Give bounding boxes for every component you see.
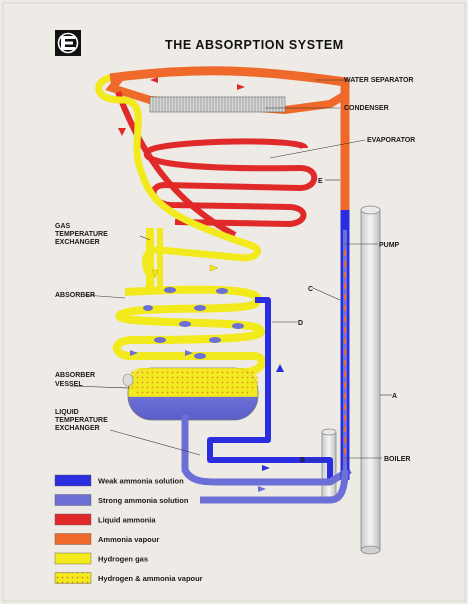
legend-item: Hydrogen & ammonia vapour [54, 572, 203, 584]
leader-lines [69, 79, 392, 461]
label-e: E [318, 178, 323, 185]
label-absorber: ABSORBER [55, 292, 95, 299]
label-condenser: CONDENSER [344, 105, 389, 112]
label-gas-exchanger-3: EXCHANGER [55, 239, 100, 246]
weak-solution-pipe [207, 297, 333, 480]
absorber-coil [112, 285, 266, 376]
flow-arrows [118, 77, 349, 492]
legend-swatch [54, 552, 92, 565]
label-pump: PUMP [379, 242, 400, 249]
legend-item: Strong ammonia solution [54, 494, 189, 506]
legend-item: Hydrogen gas [54, 552, 148, 565]
legend-swatch [54, 513, 92, 526]
legend-item: Liquid ammonia [54, 513, 156, 526]
label-water-separator: WATER SEPARATOR [344, 77, 413, 84]
vapour-pipe [109, 66, 350, 215]
legend-label: Hydrogen & ammonia vapour [98, 574, 203, 583]
label-liquid-exchanger-1: LIQUID [55, 409, 79, 416]
label-absorber-vessel-1: ABSORBER [55, 372, 95, 379]
diagram-title: THE ABSORPTION SYSTEM [165, 38, 344, 52]
legend-swatch [54, 494, 92, 506]
legend-label: Weak ammonia solution [98, 477, 184, 486]
legend-item: Ammonia vapour [54, 533, 159, 545]
electrolux-logo-icon [55, 30, 81, 56]
label-gas-exchanger-2: TEMPERATURE [55, 231, 108, 238]
evaporator-coil [143, 138, 318, 228]
label-absorber-vessel-2: VESSEL [55, 381, 83, 388]
label-b: B [300, 457, 305, 464]
legend-label: Hydrogen gas [98, 555, 148, 564]
labels: WATER SEPARATOR CONDENSER EVAPORATOR E G… [55, 77, 415, 464]
strong-solution-pipe [181, 415, 352, 486]
absorber-vessel [122, 367, 259, 421]
condenser-fins [149, 96, 286, 113]
label-liquid-exchanger-3: EXCHANGER [55, 425, 100, 432]
legend-label: Liquid ammonia [98, 516, 156, 525]
boiler-tube [360, 205, 381, 555]
label-liquid-exchanger-2: TEMPERATURE [55, 417, 108, 424]
label-evaporator: EVAPORATOR [367, 137, 415, 144]
legend-label: Strong ammonia solution [98, 496, 189, 505]
legend-swatch [54, 572, 92, 584]
label-d: D [298, 320, 303, 327]
legend-item: Weak ammonia solution [54, 474, 184, 487]
legend-swatch [54, 533, 92, 545]
label-gas-exchanger-1: GAS [55, 223, 71, 230]
label-c: C [308, 286, 313, 293]
label-boiler: BOILER [384, 456, 410, 463]
legend-label: Ammonia vapour [98, 535, 159, 544]
label-a: A [392, 393, 397, 400]
boiler-return-pipe [200, 469, 349, 504]
legend-swatch [54, 474, 92, 487]
